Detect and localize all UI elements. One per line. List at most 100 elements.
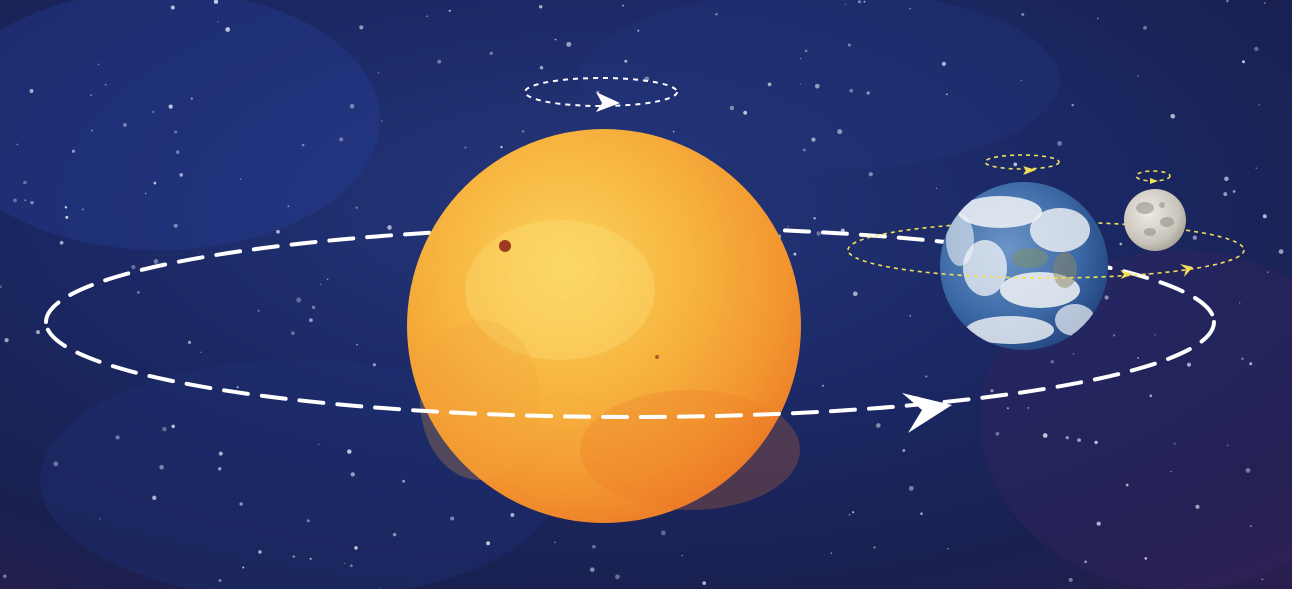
star [1250, 525, 1252, 527]
star [162, 427, 166, 431]
star [1224, 177, 1229, 182]
star [852, 511, 854, 513]
star [449, 10, 451, 12]
star [555, 39, 557, 41]
star [1254, 47, 1258, 51]
star [5, 338, 9, 342]
star [276, 230, 280, 234]
star [1071, 104, 1074, 107]
star [768, 83, 772, 87]
star [1097, 521, 1101, 525]
sunspot [655, 355, 659, 359]
star [318, 444, 320, 446]
star [152, 496, 156, 500]
star [800, 83, 801, 84]
star [153, 182, 156, 185]
star [312, 306, 315, 309]
star [522, 130, 525, 133]
star [947, 548, 948, 549]
star [82, 208, 84, 210]
star [237, 386, 239, 388]
star [869, 172, 873, 176]
star [874, 546, 876, 548]
star [137, 291, 140, 294]
star [65, 206, 68, 209]
star [815, 84, 820, 89]
star [624, 60, 627, 63]
star [1263, 214, 1267, 218]
star [682, 555, 684, 557]
star [909, 486, 914, 491]
star [822, 385, 824, 387]
star [188, 341, 191, 344]
star [858, 0, 861, 3]
star [98, 64, 100, 66]
star [1249, 362, 1252, 365]
star [123, 123, 127, 127]
star [1258, 104, 1260, 106]
sun-icon [407, 129, 801, 523]
star [60, 241, 64, 245]
star [805, 50, 808, 53]
star [320, 284, 321, 285]
star [800, 58, 802, 60]
star [1137, 75, 1139, 77]
star [450, 516, 454, 520]
star [309, 318, 313, 322]
star [339, 137, 343, 141]
star [359, 25, 363, 29]
star [1256, 167, 1258, 169]
star [845, 4, 846, 5]
star [909, 8, 911, 10]
star [876, 423, 881, 428]
star [1057, 141, 1062, 146]
star [296, 298, 301, 303]
star [1170, 114, 1175, 119]
star [1261, 578, 1263, 580]
star [402, 480, 405, 483]
star [351, 472, 355, 476]
star [355, 206, 357, 208]
star [72, 150, 75, 153]
star [909, 315, 911, 317]
star [36, 330, 40, 334]
star [673, 131, 675, 133]
star [217, 21, 219, 23]
star [219, 452, 223, 456]
star [1150, 395, 1153, 398]
star [240, 178, 241, 179]
star [615, 574, 620, 579]
star [925, 375, 927, 377]
star [381, 120, 382, 121]
sunspot [499, 240, 511, 252]
star [24, 199, 26, 201]
star [715, 13, 717, 15]
star [1223, 192, 1227, 196]
star [1028, 407, 1030, 409]
star [803, 148, 806, 151]
star [307, 519, 310, 522]
star [1143, 26, 1147, 30]
star [743, 111, 747, 115]
star [1069, 578, 1073, 582]
star [1104, 295, 1108, 299]
star [350, 104, 354, 108]
star [590, 567, 595, 572]
star [347, 449, 351, 453]
earth-icon [940, 182, 1108, 350]
star [1241, 358, 1243, 360]
star [867, 91, 870, 94]
star [287, 205, 289, 207]
star [1021, 13, 1024, 16]
star [1073, 353, 1074, 354]
star [171, 425, 174, 428]
star [91, 130, 93, 132]
star [145, 193, 147, 195]
star [1226, 0, 1228, 2]
star [65, 216, 68, 219]
star [105, 84, 107, 86]
star [23, 181, 27, 185]
star [1043, 433, 1048, 438]
star [793, 253, 796, 256]
